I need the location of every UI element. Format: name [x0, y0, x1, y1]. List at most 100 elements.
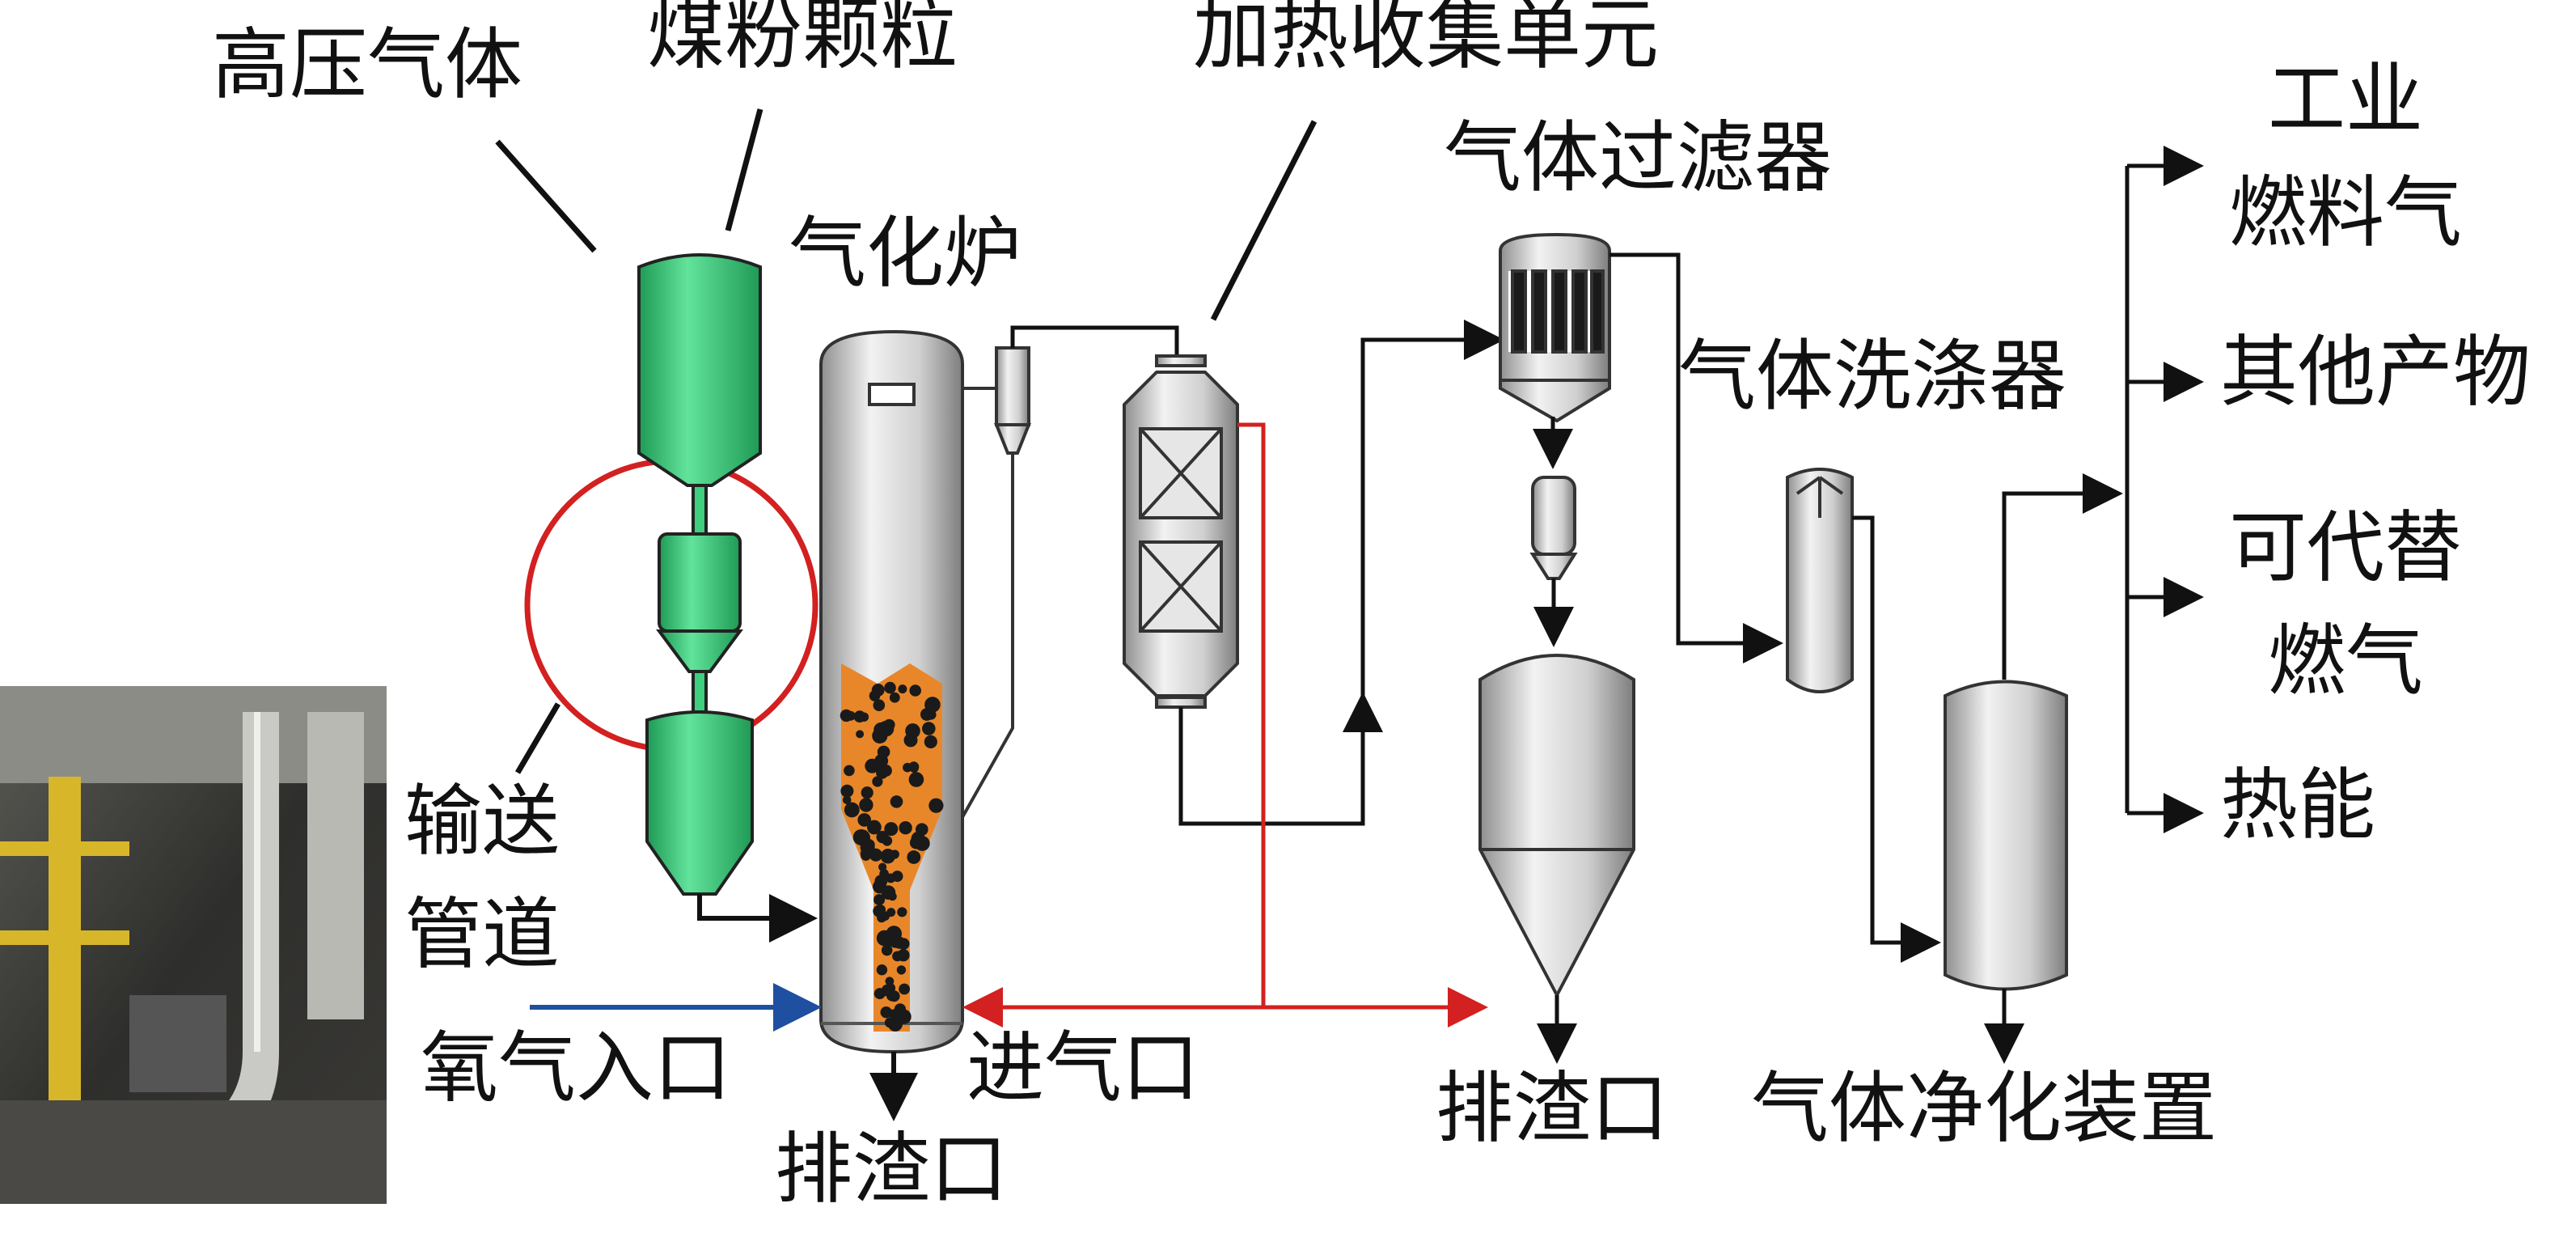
heat-unit-to-filter-line [1178, 692, 1383, 826]
coal-particle [876, 964, 888, 976]
label-heat-collection-unit: 加热收集单元 [1193, 0, 1659, 80]
coal-particle [877, 913, 887, 923]
coal-particle [898, 938, 910, 950]
gas-scrubber [1786, 468, 1854, 693]
conveying-pipe-photo [0, 686, 387, 1204]
cyclone-return-line [961, 453, 1014, 818]
coal-particle [884, 681, 896, 694]
coal-particle [908, 761, 920, 773]
label-other-products: 其他产物 [2220, 327, 2531, 417]
coal-particle [857, 813, 871, 827]
cyclone-to-heat-unit-line [1010, 325, 1179, 356]
coal-particle [898, 684, 907, 694]
coal-particle [882, 984, 892, 995]
label-coal-particles: 煤粉颗粒 [647, 0, 958, 80]
filter-small-vessel [1529, 476, 1578, 580]
leader-heat-collection-unit [1210, 120, 1318, 321]
coal-particle [878, 862, 887, 871]
coal-particle [874, 875, 888, 888]
coal-particle [886, 908, 896, 917]
coal-particle [890, 795, 903, 808]
coal-particle [884, 822, 899, 837]
label-air-inlet: 进气口 [967, 1023, 1199, 1113]
label-gas-scrubber: 气体洗涤器 [1678, 331, 2066, 422]
coal-particle [872, 776, 883, 787]
label-slag-outlet-gasifier: 排渣口 [775, 1124, 1008, 1214]
coal-particle [891, 871, 903, 883]
label-gas-purification-device: 气体净化装置 [1751, 1063, 2217, 1154]
leader-high-pressure-gas [495, 139, 597, 253]
coal-particle [859, 798, 873, 812]
leader-conveying-pipe [514, 702, 561, 774]
coal-particle [872, 727, 888, 744]
coal-particle [867, 820, 882, 835]
coal-particle [877, 759, 886, 768]
coal-particle [922, 722, 936, 735]
coal-particle [896, 965, 907, 975]
coal-particle [885, 977, 895, 986]
coal-particle [865, 758, 880, 773]
coal-particle [873, 699, 886, 711]
label-alternative-gas-line1: 可代替 [2229, 502, 2462, 593]
coal-particle [876, 766, 889, 779]
coal-particle [916, 823, 928, 836]
coal-particle [876, 830, 889, 844]
slag-collector-vessel [1478, 654, 1635, 999]
label-conveying-pipe-line1: 输送 [404, 776, 560, 866]
lock-hopper-column [637, 253, 762, 896]
label-high-pressure-gas: 高压气体 [212, 19, 522, 110]
purifier-to-products-line [2002, 473, 2123, 680]
label-gas-filter: 气体过滤器 [1444, 112, 1832, 203]
coal-particle [892, 951, 903, 962]
coal-particle [926, 710, 937, 720]
gas-purification-device [1944, 680, 2068, 991]
coal-particle [873, 894, 886, 906]
coal-particle [840, 784, 854, 798]
coal-particle [856, 730, 865, 739]
coal-particle [880, 849, 896, 864]
heat-unit-to-filter-line-upper [1360, 320, 1504, 696]
coal-particle [907, 850, 921, 864]
label-gasifier: 气化炉 [789, 208, 1022, 299]
label-industrial-fuel-gas-line2: 燃料气 [2229, 167, 2462, 258]
label-alternative-gas-line2: 燃气 [2268, 616, 2423, 706]
coal-particle [875, 905, 886, 915]
coal-particle [871, 684, 885, 697]
air-return-line [1237, 422, 1266, 1007]
gas-filter [1499, 232, 1611, 423]
coal-particle [888, 892, 897, 901]
heat-collection-unit [1123, 354, 1239, 709]
coal-particle [886, 934, 899, 947]
coal-particle [890, 1019, 901, 1029]
coal-particle [889, 692, 900, 703]
label-industrial-fuel-gas-line1: 工业 [2268, 54, 2423, 145]
coal-particle [861, 786, 873, 799]
gasifier-cyclone [994, 346, 1031, 455]
coal-particle [928, 798, 944, 813]
coal-particle [844, 765, 855, 777]
label-conveying-pipe-line2: 管道 [404, 889, 560, 980]
label-slag-outlet-filter: 排渣口 [1436, 1063, 1669, 1154]
coal-particle [844, 802, 860, 818]
coal-particle [899, 821, 912, 835]
coal-particle [859, 712, 869, 722]
coal-particle [842, 795, 852, 805]
coal-particle [924, 735, 937, 749]
coal-particle [888, 990, 900, 1002]
feed-line [697, 894, 818, 943]
label-thermal-energy: 热能 [2220, 760, 2375, 850]
coal-particle [897, 907, 907, 917]
coal-particle [909, 684, 921, 697]
coal-particle [881, 944, 893, 956]
leader-coal-particles [725, 108, 763, 231]
coal-particle [869, 848, 882, 862]
coal-particle [905, 723, 920, 739]
coal-particle [846, 710, 856, 721]
scrubber-to-purifier-line [1852, 515, 1941, 963]
coal-particle [899, 983, 910, 995]
coal-particle [924, 697, 941, 713]
label-oxygen-inlet: 氧气入口 [421, 1023, 731, 1113]
coal-particle [889, 1009, 900, 1020]
